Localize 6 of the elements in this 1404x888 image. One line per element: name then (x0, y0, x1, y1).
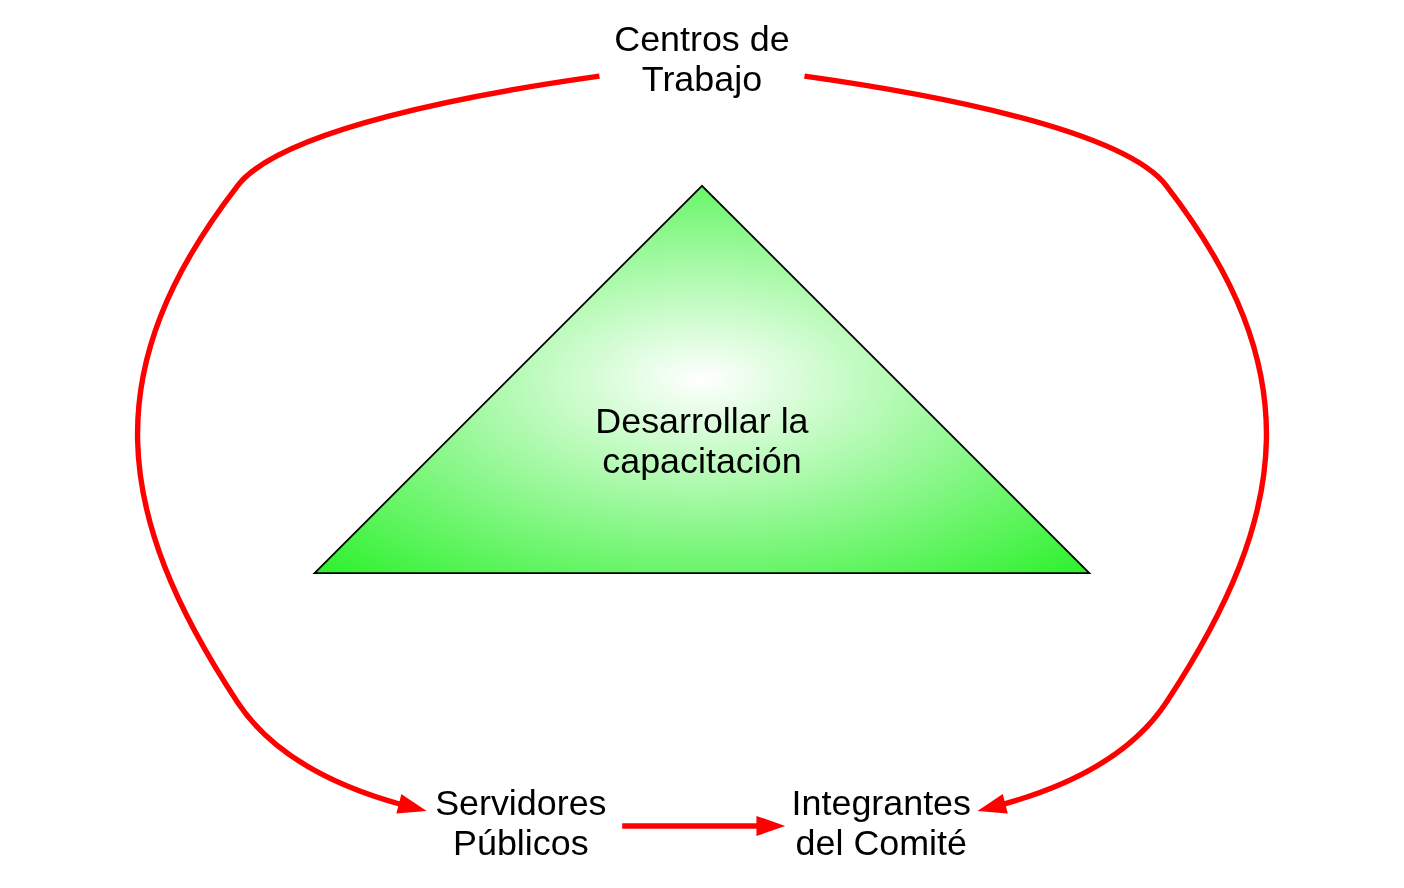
node-text: Integrantes del Comité (791, 783, 971, 863)
node-text: Servidores Públicos (435, 783, 607, 863)
arrow (134, 73, 600, 814)
node-text: Centros de Trabajo (614, 19, 790, 99)
arrow (804, 73, 1270, 814)
arrow (622, 815, 786, 837)
